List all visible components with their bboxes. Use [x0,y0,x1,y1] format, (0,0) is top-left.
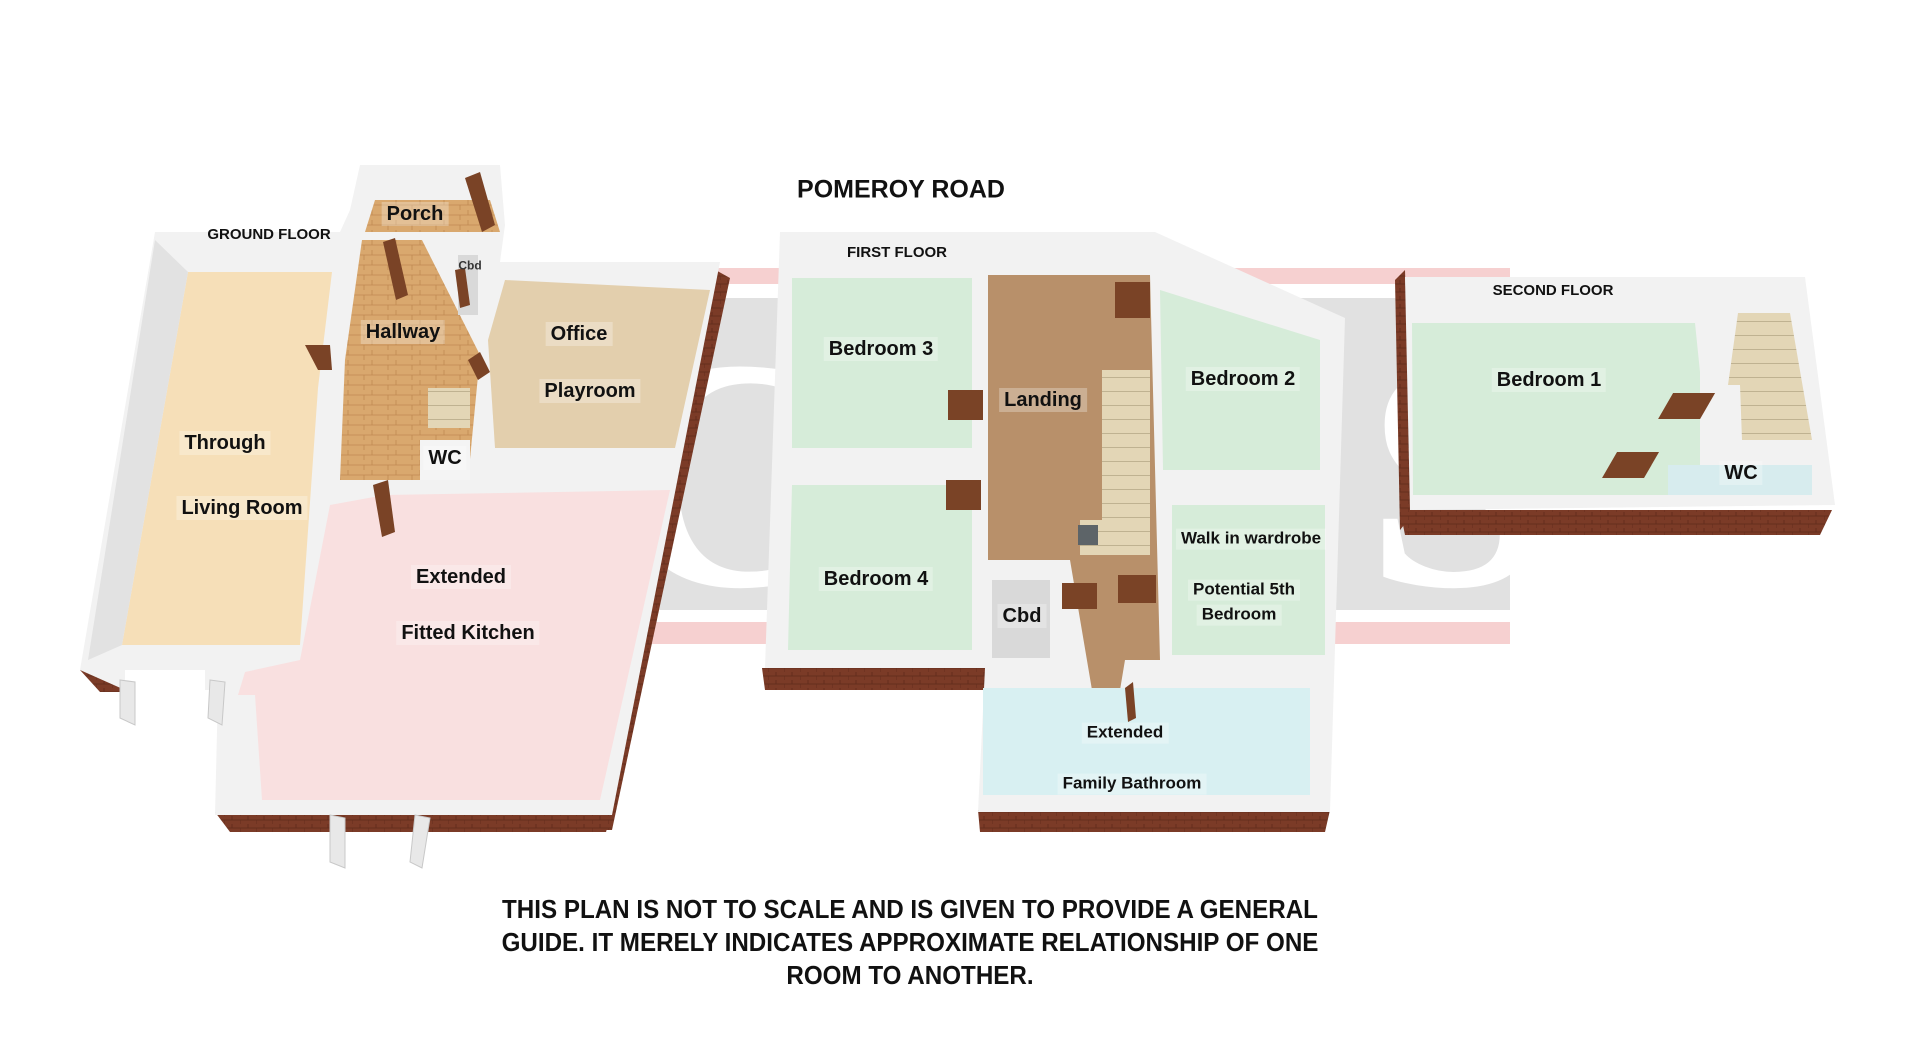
brick-wall-bed4 [762,668,985,690]
door-cbd [455,268,470,308]
bedroom2-floor [1160,290,1320,470]
door-wc-second [1602,452,1660,478]
door-bed3 [948,390,983,420]
room-label-bedroom4: Bedroom 4 [818,567,934,591]
room-label-cbd-ground: Cbd [458,258,482,273]
bedroom4-floor [788,485,972,650]
patio-door-right [409,814,431,869]
door-porch-hall [383,238,408,300]
brick-wall-second-bottom [1400,510,1832,535]
floor-label-ground: GROUND FLOOR [207,225,331,243]
bathroom-floor [983,688,1310,795]
room-label-walk-in-wardrobe: Walk in wardrobe [1175,528,1327,550]
walkin-floor [1172,505,1325,655]
brick-wall-bottom [215,812,612,832]
living-door-right [207,679,226,726]
first-floor [762,232,1345,832]
room-label-porch: Porch [381,202,449,226]
office-floor [488,280,710,448]
bedroom1-floor [1412,323,1700,495]
room-label-kitchen-line1: Extended [410,565,512,589]
room-label-living-line2: Living Room [176,496,308,520]
door-kitchen [373,480,395,537]
disclaimer: THIS PLAN IS NOT TO SCALE AND IS GIVEN T… [464,893,1357,992]
room-label-potential-line2: Bedroom [1196,604,1282,626]
wc-ground-floor [420,440,470,480]
second-stairs [1728,313,1812,440]
room-label-wc-ground: WC [423,446,467,470]
porch-floor [365,200,500,232]
second-floor [1395,270,1835,535]
cupboard-first [992,580,1050,658]
page-title: POMEROY ROAD [797,175,1005,204]
room-label-wc-second: WC [1719,461,1763,485]
room-label-bedroom2: Bedroom 2 [1185,367,1301,391]
room-label-landing: Landing [999,388,1087,412]
room-label-bedroom1: Bedroom 1 [1491,368,1607,392]
living-door-left [119,679,136,726]
door-porch-front [465,172,495,232]
door-bed4 [946,480,981,510]
landing-stairs [1080,370,1150,555]
bedroom3-floor [792,278,972,448]
door-walkin [1118,575,1156,603]
disclaimer-line-2: GUIDE. IT MERELY INDICATES APPROXIMATE R… [501,927,1319,957]
ground-floor [80,165,730,869]
door-cbd-first [1062,583,1097,609]
kitchen-floor [238,490,670,800]
room-label-cbd-first: Cbd [997,604,1047,628]
room-label-potential-line1: Potential 5th [1187,579,1301,601]
disclaimer-line-3: ROOM TO ANOTHER. [786,960,1034,990]
floor-label-second: SECOND FLOOR [1492,281,1614,299]
room-label-bedroom3: Bedroom 3 [823,337,939,361]
door-bed1 [1658,393,1716,419]
room-label-living-line1: Through [179,431,271,455]
wc-second-floor [1668,465,1812,495]
room-label-playroom: Playroom [539,379,641,403]
door-living [305,345,332,370]
room-label-bath-line1: Extended [1081,722,1169,744]
door-bed2 [1115,282,1150,318]
floor-label-first: FIRST FLOOR [847,243,947,261]
brick-wall-second-left [1395,270,1412,530]
disclaimer-line-1: THIS PLAN IS NOT TO SCALE AND IS GIVEN T… [502,894,1318,924]
living-room-left-wall [88,240,188,660]
brick-wall-bath [978,810,1330,832]
room-label-bath-line2: Family Bathroom [1057,773,1207,795]
door-office [468,352,490,380]
patio-door-left [329,814,346,869]
door-bath [1125,682,1136,722]
room-label-kitchen-line2: Fitted Kitchen [396,621,540,645]
stair-newel [1078,525,1098,545]
hallway-stairs [428,388,470,428]
room-label-office: Office [545,322,613,346]
living-room-floor [122,272,332,645]
room-label-hallway: Hallway [360,320,446,344]
